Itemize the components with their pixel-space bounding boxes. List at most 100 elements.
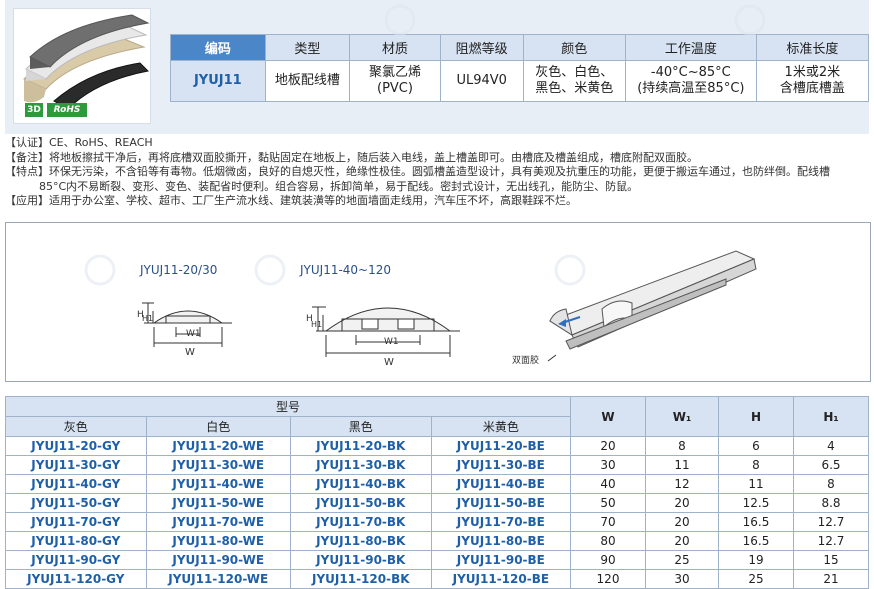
spec-material-line1: 聚氯乙烯 — [368, 65, 421, 80]
model-group-header: 型号 — [5, 396, 571, 417]
dim-w: 50 — [570, 493, 646, 513]
large-h-label: H — [306, 314, 313, 324]
header-beige: 米黄色 — [430, 416, 572, 437]
part-number-white: JYUJ11-20-WE — [145, 436, 291, 456]
dim-h1: 6.5 — [793, 455, 869, 475]
part-number-black: JYUJ11-70-BK — [289, 512, 432, 532]
part-number-beige: JYUJ11-70-BE — [430, 512, 572, 532]
spec-material-line2: (PVC) — [377, 81, 413, 96]
spec-length-line1: 1米或2米 — [784, 65, 841, 80]
part-number-black: JYUJ11-80-BK — [289, 531, 432, 551]
spec-temp: -40°C~85°C (持续高温至85°C) — [625, 60, 757, 102]
dim-h1: 8 — [793, 474, 869, 494]
dim-w1: 8 — [645, 436, 719, 456]
header-gray: 灰色 — [5, 416, 147, 437]
product-header-panel: 3D RoHS 编码 类型 材质 阻燃等级 颜色 工作温度 标准长度 JYUJ1… — [5, 0, 870, 134]
dim-h: 8 — [718, 455, 794, 475]
part-number-gray: JYUJ11-50-GY — [5, 493, 147, 513]
part-number-white: JYUJ11-120-WE — [145, 569, 291, 589]
dimension-diagram: JYUJ11-20/30 JYUJ11-40~120 W1 W H H1 — [5, 222, 871, 382]
dim-w1: 11 — [645, 455, 719, 475]
spec-header-temp: 工作温度 — [625, 34, 757, 61]
dim-w1: 30 — [645, 569, 719, 589]
channel-3d-view — [547, 250, 757, 362]
diagram-label-small: JYUJ11-20/30 — [140, 263, 218, 277]
dim-h: 11 — [718, 474, 794, 494]
dim-w: 120 — [570, 569, 646, 589]
spec-flame: UL94V0 — [439, 60, 524, 102]
spec-table: 编码 类型 材质 阻燃等级 颜色 工作温度 标准长度 JYUJ11 地板配线槽 … — [170, 34, 870, 102]
part-number-gray: JYUJ11-40-GY — [5, 474, 147, 494]
spec-header-code: 编码 — [170, 34, 266, 61]
large-w1-label: W1 — [384, 337, 399, 347]
dim-h: 19 — [718, 550, 794, 570]
spec-header-color: 颜色 — [522, 34, 627, 61]
dim-w1: 25 — [645, 550, 719, 570]
spec-length: 1米或2米 含槽底槽盖 — [755, 60, 870, 102]
dim-h1: 15 — [793, 550, 869, 570]
diagram-label-large: JYUJ11-40~120 — [300, 263, 392, 277]
large-h1-label: H1 — [311, 320, 322, 329]
part-number-white: JYUJ11-40-WE — [145, 474, 291, 494]
dim-w1: 12 — [645, 474, 719, 494]
spec-temp-line1: -40°C~85°C — [650, 65, 731, 80]
part-number-gray: JYUJ11-30-GY — [5, 455, 147, 475]
part-number-black: JYUJ11-50-BK — [289, 493, 432, 513]
header-w: W — [570, 396, 646, 437]
part-number-beige: JYUJ11-30-BE — [430, 455, 572, 475]
part-number-beige: JYUJ11-50-BE — [430, 493, 572, 513]
note-remark: 【备注】将地板擦拭干净后，再将底槽双面胶撕开，黏贴固定在地板上，随后装入电线，盖… — [5, 150, 698, 164]
part-number-gray: JYUJ11-70-GY — [5, 512, 147, 532]
dim-h: 12.5 — [718, 493, 794, 513]
part-number-black: JYUJ11-40-BK — [289, 474, 432, 494]
note-certification: 【认证】CE、RoHS、REACH — [5, 136, 153, 149]
part-number-white: JYUJ11-30-WE — [145, 455, 291, 475]
part-number-white: JYUJ11-80-WE — [145, 531, 291, 551]
part-number-gray: JYUJ11-20-GY — [5, 436, 147, 456]
spec-header-type: 类型 — [264, 34, 351, 61]
large-profile — [312, 306, 460, 357]
note-feature-cont: 85°C内不易断裂、变形、变色、装配省时便利。组合容易，拆卸简单，易于配线。密封… — [39, 179, 639, 193]
part-number-white: JYUJ11-70-WE — [145, 512, 291, 532]
dim-h: 16.5 — [718, 531, 794, 551]
spec-header-flame: 阻燃等级 — [439, 34, 524, 61]
dim-w: 40 — [570, 474, 646, 494]
part-number-white: JYUJ11-50-WE — [145, 493, 291, 513]
large-w-label: W — [384, 357, 394, 368]
small-w1-label: W1 — [186, 329, 201, 339]
part-number-black: JYUJ11-20-BK — [289, 436, 432, 456]
part-number-beige: JYUJ11-80-BE — [430, 531, 572, 551]
note-application: 【应用】适用于办公室、学校、超市、工厂生产流水线、建筑装潢等的地面墙面走线用，汽… — [5, 194, 577, 207]
tape-label: 双面胶 — [512, 354, 539, 366]
3d-badge: 3D — [25, 103, 43, 117]
spec-header-length: 标准长度 — [755, 34, 870, 61]
product-notes: 【认证】CE、RoHS、REACH 【备注】将地板擦拭干净后，再将底槽双面胶撕开… — [5, 136, 869, 209]
dim-h1: 21 — [793, 569, 869, 589]
header-white: 白色 — [145, 416, 291, 437]
note-feature: 【特点】环保无污染，不含铅等有毒物。低烟微卤，良好的自熄灭性，绝缘性极佳。圆弧槽… — [5, 165, 830, 178]
header-black: 黑色 — [289, 416, 432, 437]
part-number-beige: JYUJ11-20-BE — [430, 436, 572, 456]
part-number-gray: JYUJ11-90-GY — [5, 550, 147, 570]
dim-h1: 12.7 — [793, 512, 869, 532]
dim-h1: 8.8 — [793, 493, 869, 513]
product-photo — [13, 8, 151, 124]
header-w1: W₁ — [645, 396, 719, 437]
dim-h1: 4 — [793, 436, 869, 456]
spec-type: 地板配线槽 — [264, 60, 351, 102]
dim-w1: 20 — [645, 493, 719, 513]
dim-h: 16.5 — [718, 512, 794, 532]
part-number-gray: JYUJ11-120-GY — [5, 569, 147, 589]
spec-temp-line2: (持续高温至85°C) — [637, 81, 745, 96]
rohs-badge: RoHS — [47, 103, 87, 117]
spec-color-line2: 黑色、米黄色 — [535, 81, 614, 96]
small-h-label: H — [137, 310, 144, 320]
part-number-beige: JYUJ11-120-BE — [430, 569, 572, 589]
dim-w1: 20 — [645, 512, 719, 532]
